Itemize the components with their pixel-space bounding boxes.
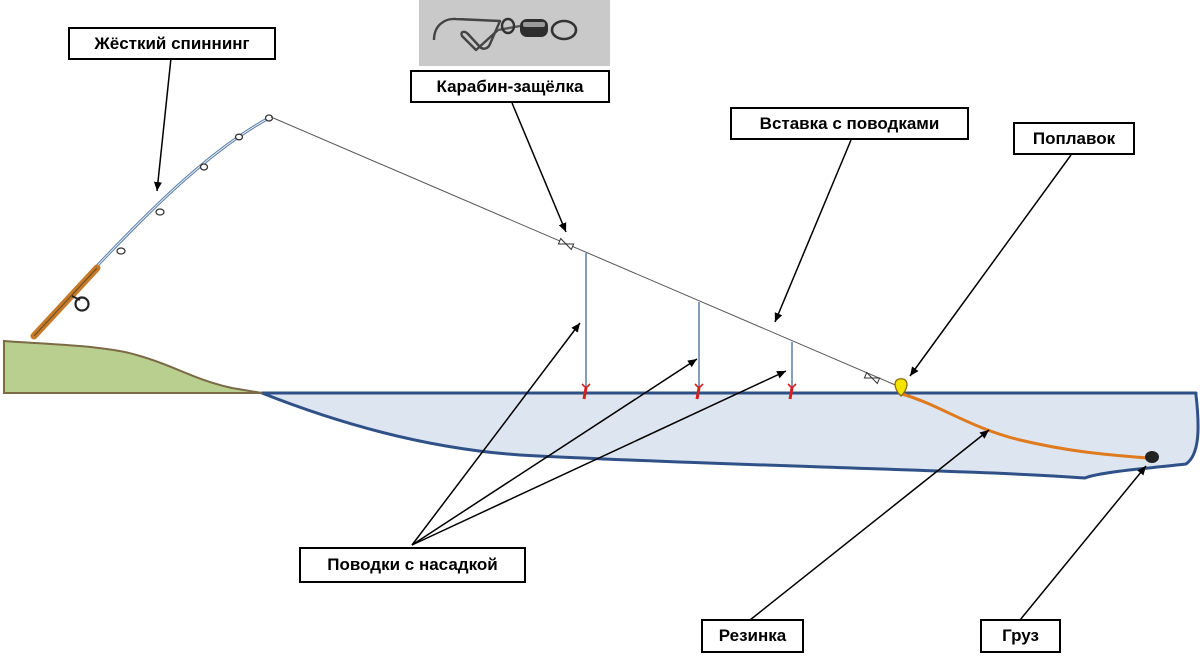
main-line xyxy=(270,116,901,388)
arrow-snap xyxy=(511,102,567,233)
label-leaders: Поводки с насадкой xyxy=(299,547,526,583)
rod-blank-inner xyxy=(94,117,270,269)
rubber-line xyxy=(901,392,1149,460)
arrow-insert xyxy=(774,139,852,323)
hook-icon xyxy=(787,383,797,400)
float-icon xyxy=(894,378,908,397)
label-weight: Груз xyxy=(980,619,1061,653)
arrow-float xyxy=(909,154,1072,377)
rod-guide-icon xyxy=(116,247,126,255)
rod-guide-icon xyxy=(199,163,209,171)
arrow-rubber xyxy=(749,429,990,621)
water-body xyxy=(260,391,1200,480)
arrow-leader-3 xyxy=(411,370,787,546)
river-bank xyxy=(3,339,263,394)
label-float: Поплавок xyxy=(1013,122,1135,155)
rod-guide-icon xyxy=(234,133,244,141)
swivel-icon xyxy=(557,237,575,251)
rod-guide-icon xyxy=(155,208,165,216)
sinker-icon xyxy=(1145,451,1159,463)
hook-icon xyxy=(694,383,704,400)
label-snap: Карабин-защёлка xyxy=(410,70,610,103)
hook-icon xyxy=(581,383,591,400)
arrow-rod xyxy=(153,57,172,192)
arrow-leader-1 xyxy=(411,322,581,546)
arrow-weight xyxy=(1019,465,1147,621)
rod-handle-outline xyxy=(33,267,98,337)
arrow-leader-2 xyxy=(411,358,698,546)
label-rubber: Резинка xyxy=(701,619,804,653)
rod-tip-guide-icon xyxy=(264,114,274,122)
swivel-icon xyxy=(863,371,881,385)
label-insert: Вставка с поводками xyxy=(730,107,969,140)
rod-blank xyxy=(93,116,270,270)
swivel-snap-photo xyxy=(419,0,610,66)
label-rod: Жёсткий спиннинг xyxy=(68,27,276,60)
reel-foot xyxy=(71,295,81,301)
reel-icon xyxy=(74,296,90,312)
